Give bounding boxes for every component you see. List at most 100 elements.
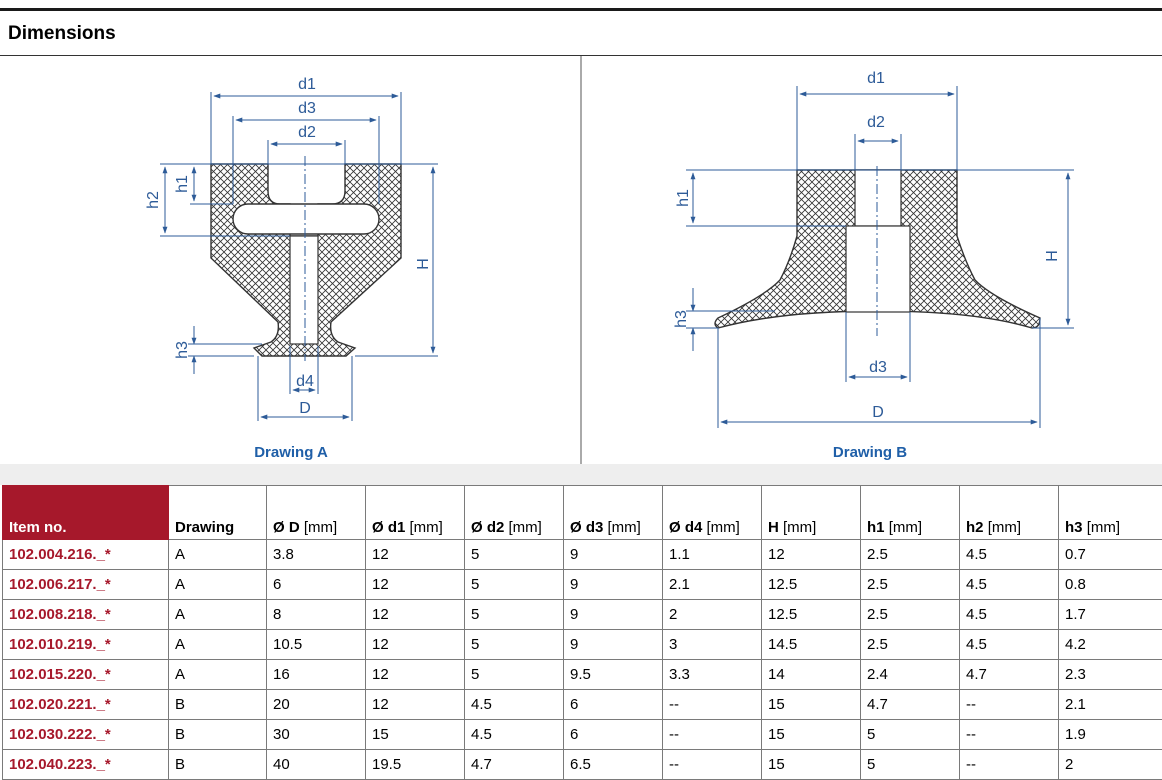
table-row: 102.040.223._* B 40 19.5 4.7 6.5 -- 15 5…: [3, 750, 1162, 780]
cell-D: 8: [267, 600, 366, 630]
cell-h3: 2.1: [1059, 690, 1162, 720]
cell-d3: 6: [564, 720, 663, 750]
table-row: 102.006.217._* A 6 12 5 9 2.1 12.5 2.5 4…: [3, 570, 1162, 600]
cell-drawing: A: [169, 600, 267, 630]
cell-h2: 4.5: [960, 570, 1059, 600]
cell-h3: 2: [1059, 750, 1162, 780]
cell-D: 20: [267, 690, 366, 720]
cell-d3: 6.5: [564, 750, 663, 780]
header-d4: Ø d4 [mm]: [663, 486, 762, 540]
drawing-a-caption: Drawing A: [254, 444, 328, 461]
cell-H: 15: [762, 690, 861, 720]
header-h1: h1 [mm]: [861, 486, 960, 540]
cell-D: 40: [267, 750, 366, 780]
drawing-b-h3-label: h3: [673, 310, 690, 328]
cell-drawing: A: [169, 630, 267, 660]
drawing-a-bore: [290, 236, 318, 344]
drawing-a-d1-label: d1: [298, 76, 316, 93]
cell-h2: --: [960, 750, 1059, 780]
cell-H: 15: [762, 750, 861, 780]
cell-d2: 4.7: [465, 750, 564, 780]
cell-d4: 3.3: [663, 660, 762, 690]
table-row: 102.015.220._* A 16 12 5 9.5 3.3 14 2.4 …: [3, 660, 1162, 690]
top-rule: [0, 8, 1162, 11]
drawing-b-caption: Drawing B: [833, 444, 907, 461]
dimensions-table: Item no. Drawing Ø D [mm] Ø d1 [mm] Ø d2…: [2, 485, 1162, 780]
header-drawing: Drawing: [169, 486, 267, 540]
drawing-a-slot: [233, 204, 379, 234]
technical-drawings: d1 d3 d2 h2 h1 H h3 d4 D Drawing A: [0, 56, 1162, 464]
drawing-b-h1-label: h1: [675, 189, 692, 207]
cell-d3: 9: [564, 630, 663, 660]
cell-h3: 4.2: [1059, 630, 1162, 660]
cell-h1: 4.7: [861, 690, 960, 720]
cell-h2: 4.5: [960, 540, 1059, 570]
cell-item-no: 102.040.223._*: [3, 750, 169, 780]
cell-h1: 2.5: [861, 600, 960, 630]
header-h2: h2 [mm]: [960, 486, 1059, 540]
cell-h1: 5: [861, 720, 960, 750]
header-d3: Ø d3 [mm]: [564, 486, 663, 540]
cell-d3: 6: [564, 690, 663, 720]
cell-D: 16: [267, 660, 366, 690]
cell-d2: 4.5: [465, 720, 564, 750]
cell-d4: 2: [663, 600, 762, 630]
cell-h1: 2.4: [861, 660, 960, 690]
drawing-b-inner-bore: [846, 226, 910, 312]
drawing-a-h1-label: h1: [174, 175, 191, 193]
cell-d3: 9.5: [564, 660, 663, 690]
cell-d4: 2.1: [663, 570, 762, 600]
cell-H: 14.5: [762, 630, 861, 660]
cell-h1: 2.5: [861, 570, 960, 600]
drawing-b-d1-label: d1: [867, 70, 885, 87]
cell-d3: 9: [564, 600, 663, 630]
drawing-a-h2-label: h2: [145, 191, 162, 209]
cell-d2: 5: [465, 660, 564, 690]
drawings-panel: d1 d3 d2 h2 h1 H h3 d4 D Drawing A: [0, 56, 1162, 464]
drawing-a-d3-label: d3: [298, 100, 316, 117]
cell-h3: 0.7: [1059, 540, 1162, 570]
drawing-b-H-label: H: [1044, 250, 1061, 262]
cell-item-no: 102.030.222._*: [3, 720, 169, 750]
cell-h3: 2.3: [1059, 660, 1162, 690]
cell-D: 6: [267, 570, 366, 600]
cell-item-no: 102.004.216._*: [3, 540, 169, 570]
cell-d2: 4.5: [465, 690, 564, 720]
cell-d1: 12: [366, 690, 465, 720]
table-row: 102.020.221._* B 20 12 4.5 6 -- 15 4.7 -…: [3, 690, 1162, 720]
cell-d1: 12: [366, 570, 465, 600]
cell-H: 12: [762, 540, 861, 570]
header-item-no: Item no.: [3, 486, 169, 540]
cell-drawing: A: [169, 540, 267, 570]
cell-H: 12.5: [762, 600, 861, 630]
table-row: 102.030.222._* B 30 15 4.5 6 -- 15 5 -- …: [3, 720, 1162, 750]
drawing-a: d1 d3 d2 h2 h1 H h3 d4 D Drawing A: [145, 76, 438, 461]
cell-h3: 0.8: [1059, 570, 1162, 600]
cell-item-no: 102.006.217._*: [3, 570, 169, 600]
cell-d1: 12: [366, 600, 465, 630]
drawing-b-d3-label: d3: [869, 359, 887, 376]
cell-h2: --: [960, 720, 1059, 750]
cell-h2: 4.7: [960, 660, 1059, 690]
cell-drawing: A: [169, 570, 267, 600]
section-title: Dimensions: [8, 23, 116, 45]
cell-D: 3.8: [267, 540, 366, 570]
cell-H: 14: [762, 660, 861, 690]
drawing-a-d4-label: d4: [296, 373, 314, 390]
drawing-b-top-bore: [855, 170, 901, 226]
cell-item-no: 102.010.219._*: [3, 630, 169, 660]
header-d1: Ø d1 [mm]: [366, 486, 465, 540]
cell-d2: 5: [465, 570, 564, 600]
cell-h3: 1.7: [1059, 600, 1162, 630]
table-row: 102.008.218._* A 8 12 5 9 2 12.5 2.5 4.5…: [3, 600, 1162, 630]
cell-d3: 9: [564, 570, 663, 600]
drawing-b: d1 d2 h1 H h3 d3 D Drawing B: [673, 70, 1074, 461]
cell-h2: 4.5: [960, 600, 1059, 630]
drawing-a-h3-label: h3: [174, 341, 191, 359]
cell-drawing: B: [169, 720, 267, 750]
cell-d2: 5: [465, 540, 564, 570]
cell-drawing: B: [169, 690, 267, 720]
cell-d3: 9: [564, 540, 663, 570]
cell-drawing: B: [169, 750, 267, 780]
